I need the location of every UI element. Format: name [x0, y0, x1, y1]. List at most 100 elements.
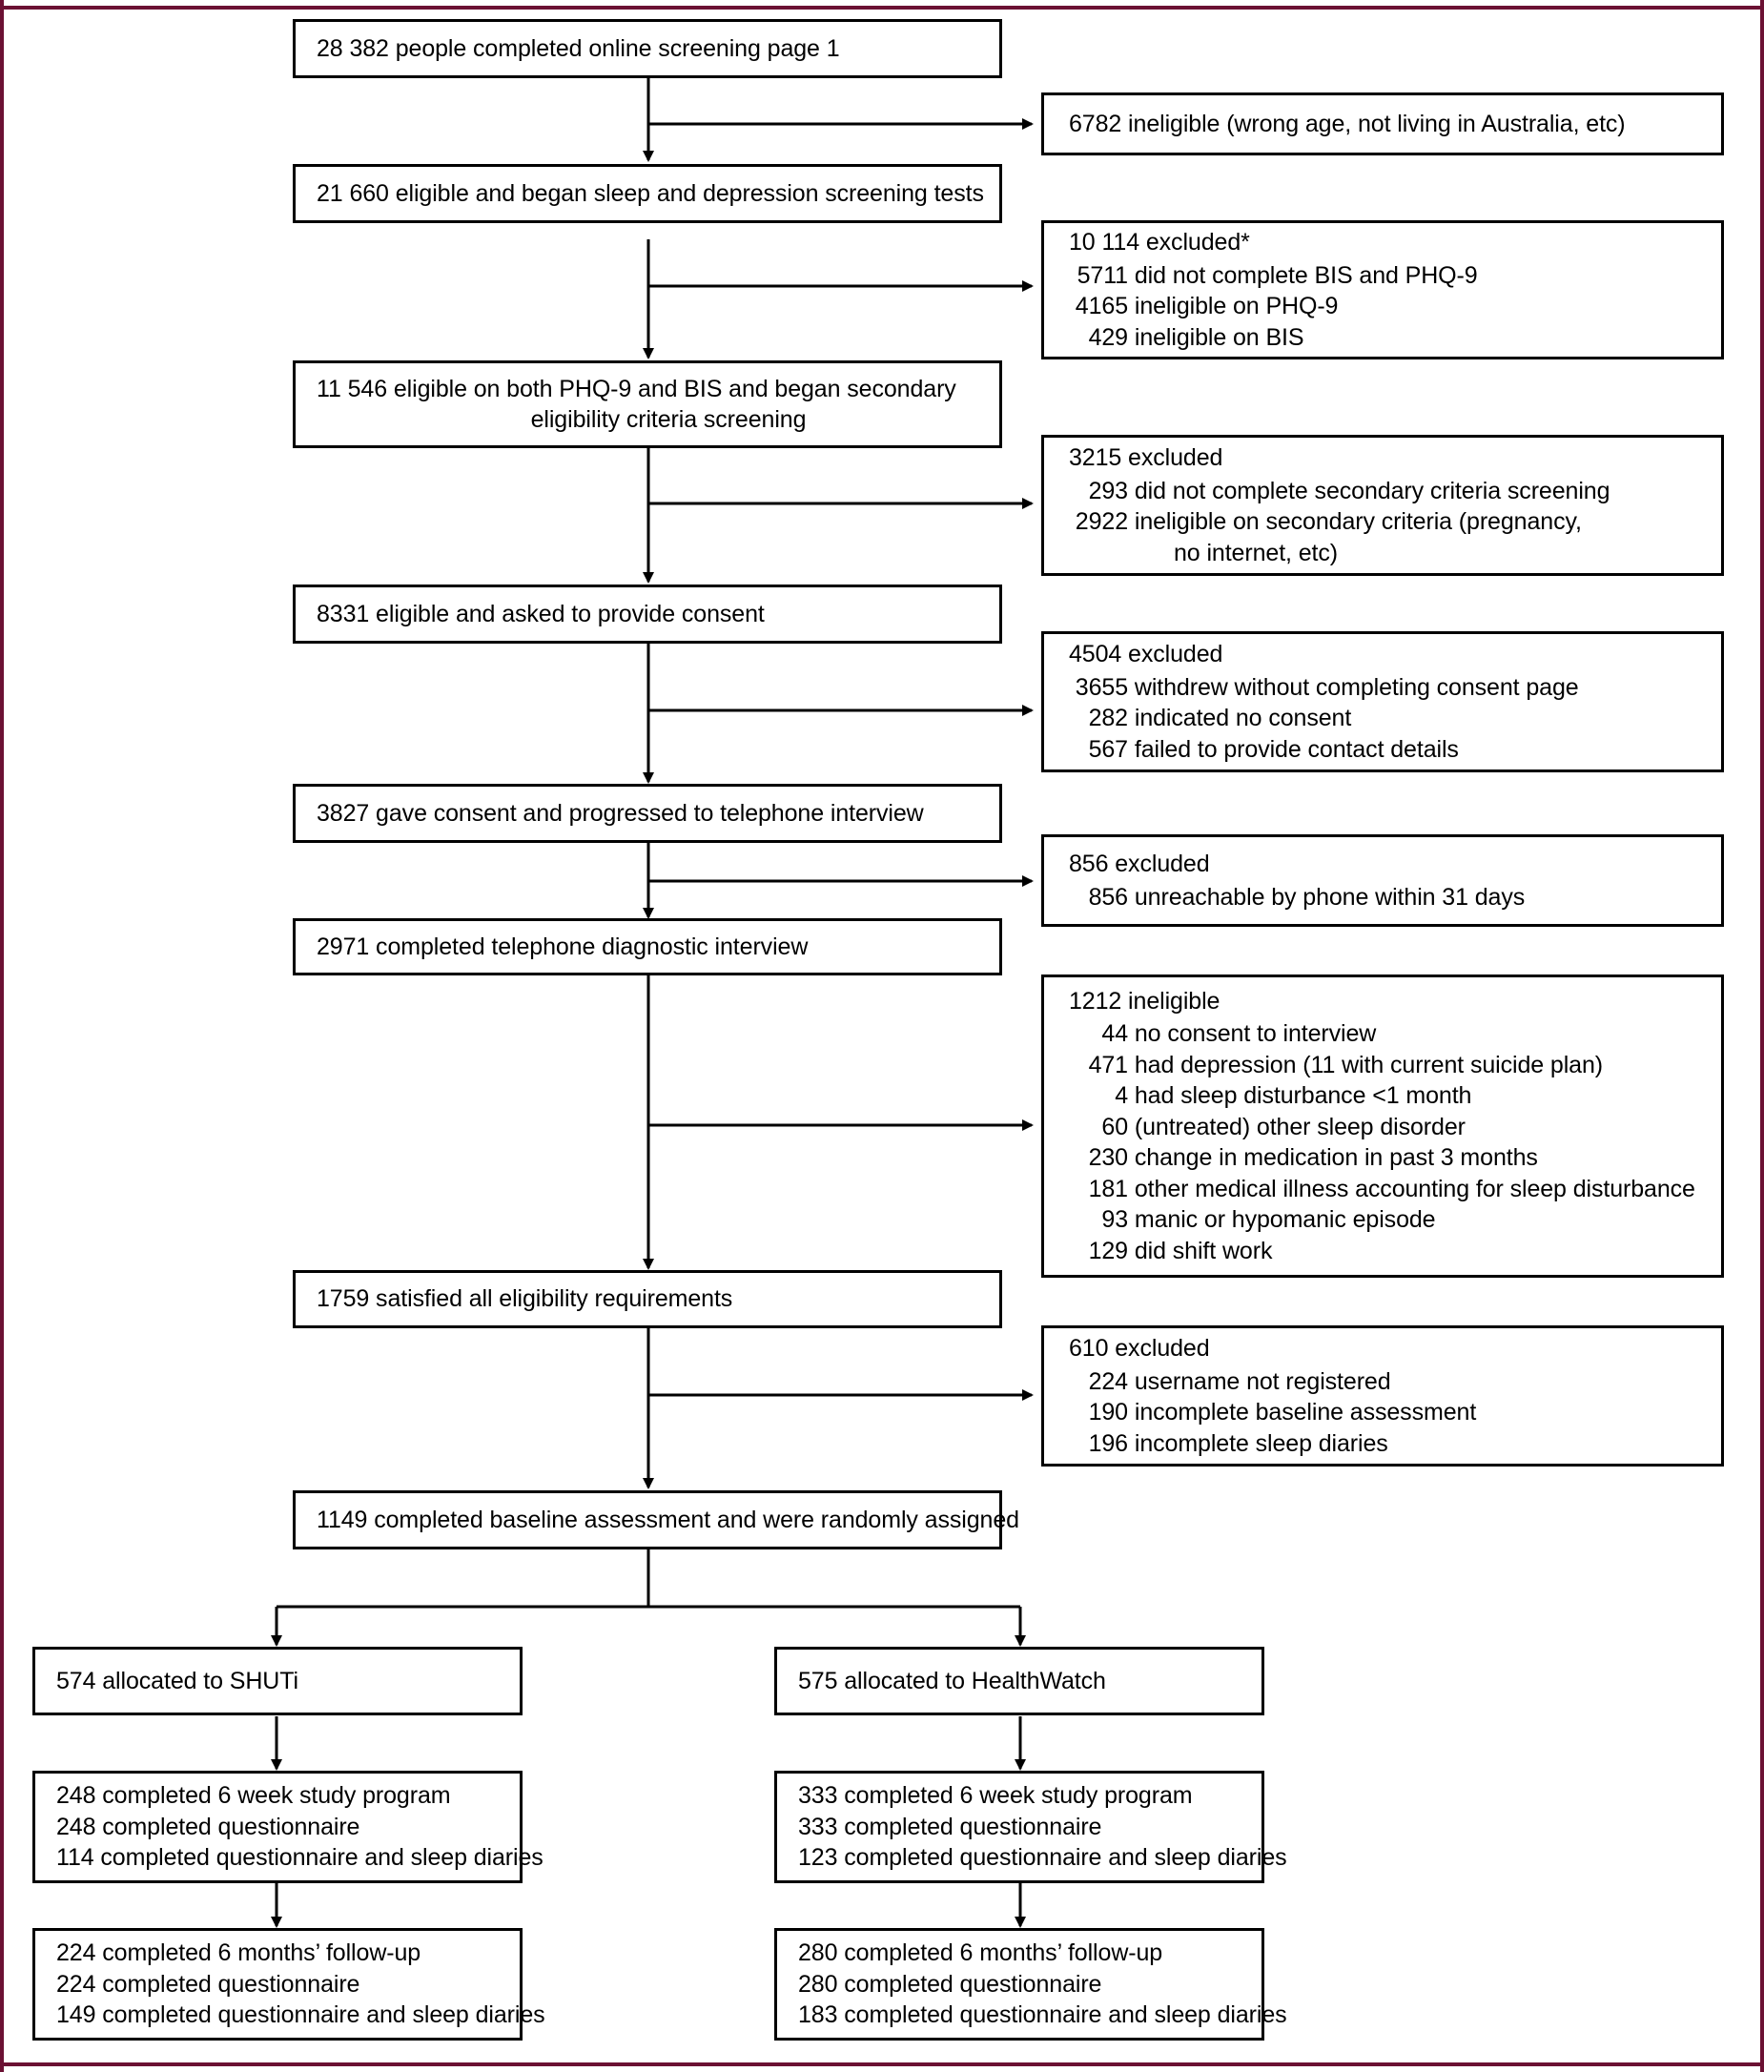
flow-box-eligible-began-text: 21 660 eligible and began sleep and depr…: [317, 179, 984, 207]
exclusion-item: 196 incomplete sleep diaries: [1069, 1428, 1696, 1460]
exclusion-box-10114: 10 114 excluded* 5711 did not complete B…: [1041, 220, 1724, 359]
exclusion-header: 10 114 excluded*: [1069, 229, 1250, 256]
exclusion-item-label: change in medication in past 3 months: [1134, 1144, 1538, 1172]
exclusion-items: 293 did not complete secondary criteria …: [1069, 476, 1696, 569]
arm-right-program-line-1: 333 completed 6 week study program: [798, 1782, 1193, 1810]
exclusion-items: 3655 withdrew without completing consent…: [1069, 672, 1696, 766]
exclusion-item-label: no consent to interview: [1134, 1020, 1377, 1048]
exclusion-items: 5711 did not complete BIS and PHQ-9 4165…: [1069, 260, 1696, 354]
arm-left-program-box: 248 completed 6 week study program 248 c…: [32, 1771, 544, 1883]
exclusion-item-count: 129: [1088, 1237, 1129, 1264]
exclusion-item-count: 196: [1088, 1429, 1129, 1457]
exclusion-items: 224 username not registered 190 incomple…: [1069, 1366, 1696, 1460]
arm-left-allocation-text: 574 allocated to SHUTi: [56, 1667, 298, 1694]
flow-box-eligible-both-line1: 11 546 eligible on both PHQ-9 and BIS an…: [317, 375, 956, 402]
exclusion-item: 4165 ineligible on PHQ-9: [1069, 291, 1696, 322]
arm-right-program-line-3: 123 completed questionnaire and sleep di…: [798, 1844, 1287, 1872]
exclusion-item-count: 224: [1088, 1367, 1129, 1395]
exclusion-item: 190 incomplete baseline assessment: [1069, 1397, 1696, 1428]
exclusion-item-label: ineligible on BIS: [1134, 323, 1304, 351]
exclusion-item-count: 4: [1115, 1082, 1128, 1110]
arm-left-program-line-1: 248 completed 6 week study program: [56, 1782, 451, 1810]
flow-box-satisfied: 1759 satisfied all eligibility requireme…: [293, 1270, 1002, 1328]
exclusion-item-count: 93: [1101, 1206, 1128, 1234]
exclusion-box-610: 610 excluded 224 username not registered…: [1041, 1325, 1724, 1467]
exclusion-item-count: 856: [1088, 883, 1129, 911]
exclusion-item: 282 indicated no consent: [1069, 703, 1696, 734]
exclusion-item-count: 293: [1088, 477, 1129, 504]
exclusion-item-label: (untreated) other sleep disorder: [1134, 1113, 1466, 1140]
flow-box-eligible-both-line2: eligibility criteria screening: [530, 406, 807, 433]
exclusion-item: 93 manic or hypomanic episode: [1069, 1204, 1696, 1236]
exclusion-box-1212: 1212 ineligible 44 no consent to intervi…: [1041, 974, 1724, 1278]
arm-right-allocation-box: 575 allocated to HealthWatch: [774, 1647, 1264, 1715]
exclusion-item-count: 4165: [1075, 293, 1128, 319]
exclusion-item-label: other medical illness accounting for sle…: [1134, 1175, 1695, 1202]
exclusion-item: 3655 withdrew without completing consent…: [1069, 672, 1696, 704]
exclusion-item-label: had depression (11 with current suicide …: [1134, 1051, 1604, 1078]
exclusion-item-label: withdrew without completing consent page: [1134, 673, 1579, 701]
exclusion-item: 2922 ineligible on secondary criteria (p…: [1069, 506, 1696, 538]
exclusion-item: 4 had sleep disturbance <1 month: [1069, 1080, 1696, 1112]
exclusion-item-label: indicated no consent: [1134, 705, 1352, 731]
exclusion-item-label: manic or hypomanic episode: [1134, 1206, 1436, 1234]
exclusion-header: 610 excluded: [1069, 1335, 1210, 1362]
exclusion-item: 230 change in medication in past 3 month…: [1069, 1142, 1696, 1174]
flow-box-completed-interview: 2971 completed telephone diagnostic inte…: [293, 918, 1002, 975]
exclusion-item: 429 ineligible on BIS: [1069, 322, 1696, 354]
exclusion-header: 856 excluded: [1069, 851, 1210, 877]
exclusion-item: 44 no consent to interview: [1069, 1018, 1696, 1050]
exclusion-header: 1212 ineligible: [1069, 987, 1220, 1015]
exclusion-item-label: incomplete sleep diaries: [1134, 1429, 1388, 1457]
exclusion-item: 60 (untreated) other sleep disorder: [1069, 1112, 1696, 1143]
exclusion-item-count: 567: [1088, 735, 1129, 763]
exclusion-item-count: 282: [1088, 705, 1129, 731]
exclusion-items: 44 no consent to interview 471 had depre…: [1069, 1018, 1696, 1266]
exclusion-box-4504: 4504 excluded 3655 withdrew without comp…: [1041, 631, 1724, 772]
exclusion-item: 856 unreachable by phone within 31 days: [1069, 882, 1696, 913]
flow-box-satisfied-text: 1759 satisfied all eligibility requireme…: [317, 1285, 733, 1313]
exclusion-item-label: username not registered: [1134, 1367, 1391, 1395]
exclusion-item-count: 471: [1088, 1051, 1129, 1078]
exclusion-item-count: 60: [1101, 1113, 1128, 1140]
exclusion-item-label: did not complete BIS and PHQ-9: [1134, 261, 1478, 289]
exclusion-item-count: 181: [1088, 1175, 1129, 1202]
arm-right-program-box: 333 completed 6 week study program 333 c…: [774, 1771, 1287, 1883]
exclusion-item-label: ineligible on secondary criteria (pregna…: [1134, 508, 1582, 535]
flow-box-gave-consent-text: 3827 gave consent and progressed to tele…: [317, 799, 924, 827]
flow-box-gave-consent: 3827 gave consent and progressed to tele…: [293, 784, 1002, 843]
exclusion-item-count: 3655: [1075, 673, 1128, 701]
exclusion-item-label: unreachable by phone within 31 days: [1134, 883, 1526, 911]
exclusion-item-label: did not complete secondary criteria scre…: [1134, 477, 1610, 504]
exclusion-item-label: incomplete baseline assessment: [1134, 1399, 1477, 1426]
exclusion-item-count: 429: [1088, 323, 1129, 351]
flow-box-eligible-began: 21 660 eligible and began sleep and depr…: [293, 164, 1002, 223]
exclusion-item-label: failed to provide contact details: [1134, 735, 1459, 763]
exclusion-item-count: 5711: [1077, 261, 1128, 289]
arm-right-allocation-text: 575 allocated to HealthWatch: [798, 1667, 1106, 1694]
exclusion-header: 3215 excluded: [1069, 444, 1223, 471]
arm-left-followup-line-2: 224 completed questionnaire: [56, 1970, 360, 1998]
exclusion-item-count: 230: [1088, 1144, 1129, 1172]
exclusion-item: 293 did not complete secondary criteria …: [1069, 476, 1696, 507]
arm-left-followup-box: 224 completed 6 months’ follow-up 224 co…: [32, 1928, 545, 2041]
exclusion-item-label: ineligible on PHQ-9: [1134, 293, 1339, 319]
arm-left-program-line-2: 248 completed questionnaire: [56, 1813, 360, 1840]
exclusion-item-continuation: no internet, etc): [1174, 539, 1339, 566]
exclusion-item-count: 190: [1088, 1399, 1129, 1426]
exclusion-item: 129 did shift work: [1069, 1236, 1696, 1267]
arm-right-followup-line-1: 280 completed 6 months’ follow-up: [798, 1939, 1163, 1967]
arm-left-followup-line-3: 149 completed questionnaire and sleep di…: [56, 2001, 545, 2029]
arm-right-program-line-2: 333 completed questionnaire: [798, 1813, 1102, 1840]
exclusion-item: 181 other medical illness accounting for…: [1069, 1174, 1696, 1205]
exclusion-items: 856 unreachable by phone within 31 days: [1069, 882, 1696, 913]
flow-box-randomised: 1149 completed baseline assessment and w…: [293, 1490, 1019, 1549]
exclusion-item: 471 had depression (11 with current suic…: [1069, 1050, 1696, 1081]
flow-box-completed-interview-text: 2971 completed telephone diagnostic inte…: [317, 933, 809, 960]
exclusion-box-ineligible-6782: 6782 ineligible (wrong age, not living i…: [1041, 92, 1724, 155]
flow-box-screened: 28 382 people completed online screening…: [293, 19, 1002, 78]
flow-box-asked-consent: 8331 eligible and asked to provide conse…: [293, 585, 1002, 644]
arm-right-followup-box: 280 completed 6 months’ follow-up 280 co…: [774, 1928, 1287, 2041]
exclusion-item-count: 44: [1101, 1020, 1128, 1048]
